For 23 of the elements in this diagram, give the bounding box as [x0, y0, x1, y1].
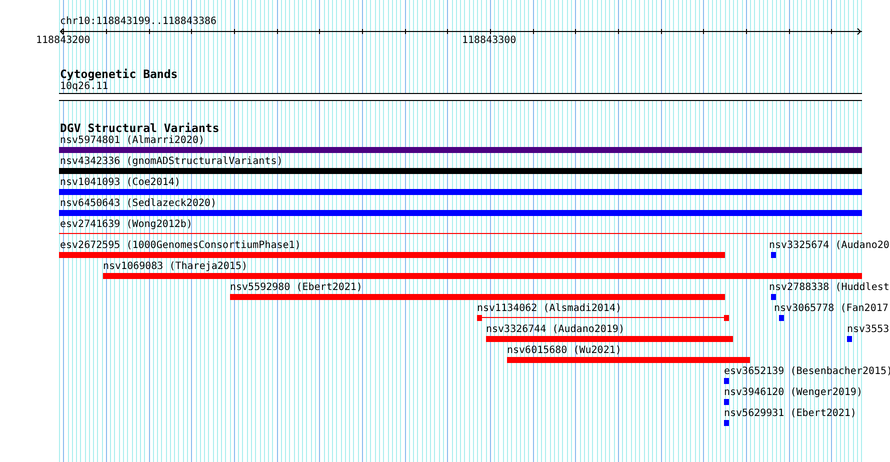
variant-label: nsv5592980 (Ebert2021): [230, 282, 362, 292]
variant-label: nsv1069083 (Thareja2015): [103, 260, 248, 272]
variant-label: nsv6015680 (Wu2021): [507, 344, 622, 356]
variant-label: nsv3553: [847, 324, 890, 334]
variant-label: nsv3065778 (Fan2017: [774, 302, 888, 314]
position-label: 118843300: [462, 34, 516, 46]
variant-label: nsv6450643 (Sedlazeck2020): [60, 198, 217, 208]
variant-label: nsv3325674 (Audano20: [769, 240, 890, 250]
band-label: 10q26.11: [60, 81, 108, 92]
variant-label: nsv3326744 (Audano2019): [486, 324, 624, 334]
position-label: 118843200: [36, 34, 90, 46]
variant-label: nsv4342336 (gnomADStructuralVariants): [60, 156, 283, 166]
track-heading: Cytogenetic Bands: [60, 68, 178, 80]
variant-label: nsv3946120 (Wenger2019): [724, 386, 862, 398]
variant-label: nsv1041093 (Coe2014): [60, 176, 180, 188]
variant-label: nsv1134062 (Alsmadi2014): [477, 302, 622, 314]
region-label: chr10:118843199..118843386: [60, 16, 217, 26]
variant-label: esv2672595 (1000GenomesConsortiumPhase1): [60, 240, 301, 250]
track-heading: DGV Structural Variants: [60, 122, 220, 134]
variant-label: nsv5629931 (Ebert2021): [724, 408, 856, 418]
variant-label: esv2741639 (Wong2012b): [60, 218, 192, 230]
variant-label: nsv5974801 (Almarri2020): [60, 134, 204, 146]
variant-label: nsv2788338 (Huddlest: [769, 282, 890, 292]
